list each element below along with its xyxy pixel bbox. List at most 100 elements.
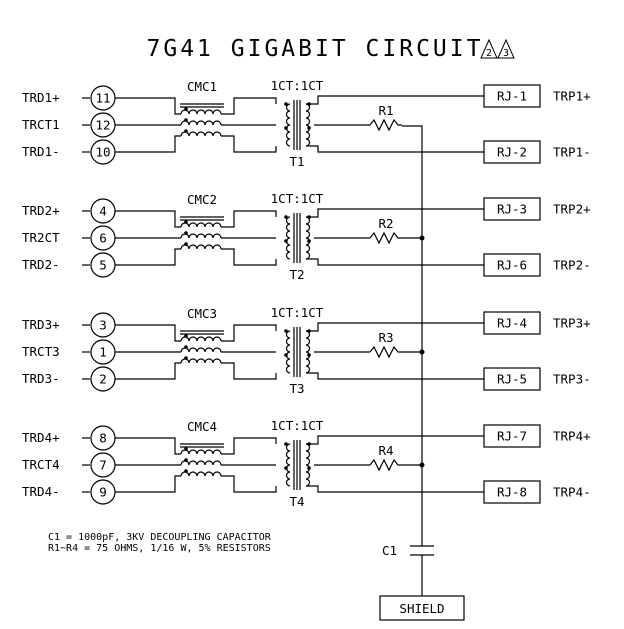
choke-winding <box>180 471 222 477</box>
choke-winding <box>180 449 222 455</box>
output-name: TRP2- <box>553 258 591 273</box>
primary-winding <box>285 443 291 487</box>
secondary-winding <box>305 103 311 147</box>
pin-number: 11 <box>95 91 110 106</box>
wire <box>115 324 181 342</box>
polarity-dot <box>307 239 311 243</box>
pin-name: TRCT1 <box>22 117 60 132</box>
wire <box>115 210 181 228</box>
ratio-label: 1CT:1CT <box>271 305 324 320</box>
rj-box <box>483 367 541 391</box>
choke-winding <box>180 347 222 353</box>
polarity-dot <box>307 353 311 357</box>
pin-name: TR2CT <box>22 230 60 245</box>
polarity-dot <box>284 239 288 243</box>
rj-label: RJ-4 <box>497 316 527 331</box>
polarity-dot <box>184 356 188 360</box>
secondary-winding <box>305 216 311 260</box>
pin-name: TRD3- <box>22 371 60 386</box>
resistor-label: R2 <box>378 216 393 231</box>
wire <box>115 362 181 380</box>
diagram-title: 7G41 GIGABIT CIRCUIT <box>147 36 484 62</box>
polarity-dot <box>184 469 188 473</box>
wire <box>115 475 181 493</box>
junction-dot <box>419 462 425 468</box>
cmc-label: CMC4 <box>187 419 217 434</box>
rj-label: RJ-7 <box>497 429 527 444</box>
rj-label: RJ-1 <box>497 89 527 104</box>
revision-number: 2 <box>486 48 492 59</box>
wire <box>221 248 277 266</box>
wire <box>306 485 484 493</box>
revision-number: 3 <box>503 48 509 59</box>
resistor <box>369 345 402 359</box>
resistor <box>369 458 402 472</box>
revision-triangle <box>480 38 498 59</box>
wire <box>221 475 277 493</box>
wire <box>221 437 277 455</box>
rj-label: RJ-3 <box>497 202 527 217</box>
cmc-label: CMC2 <box>187 192 217 207</box>
choke-winding <box>180 244 222 250</box>
rj-label: RJ-8 <box>497 485 527 500</box>
polarity-dot <box>184 107 188 111</box>
polarity-dot <box>284 353 288 357</box>
secondary-winding <box>305 330 311 374</box>
junction-dot <box>419 349 425 355</box>
pin-number: 8 <box>99 431 107 446</box>
shield-rect <box>379 595 465 621</box>
transformer-label: T3 <box>289 381 304 396</box>
revision-marks: 2 3 <box>480 38 515 59</box>
bus-line <box>402 125 423 546</box>
choke-winding <box>180 109 222 115</box>
pin-name: TRD3+ <box>22 317 60 332</box>
cmc-label: CMC1 <box>187 79 217 94</box>
wire <box>306 372 484 380</box>
rj-label: RJ-6 <box>497 258 527 273</box>
component-notes: C1 = 1000pF, 3KV DECOUPLING CAPACITOR R1… <box>48 532 272 554</box>
wire <box>115 437 181 455</box>
polarity-dot <box>307 126 311 130</box>
resistor <box>369 118 402 132</box>
transformer-label: T1 <box>289 154 304 169</box>
pin-name: TRD1+ <box>22 90 60 105</box>
pin-number: 7 <box>99 458 107 473</box>
wire <box>115 97 181 115</box>
capacitor-c1: C1 <box>382 543 434 596</box>
pin-name: TRCT3 <box>22 344 60 359</box>
pin-name: TRCT4 <box>22 457 60 472</box>
note-capacitor: C1 = 1000pF, 3KV DECOUPLING CAPACITOR <box>48 532 272 543</box>
choke-winding <box>180 336 222 342</box>
wire <box>221 362 277 380</box>
polarity-dot <box>184 231 188 235</box>
pin-number: 2 <box>99 372 107 387</box>
pin-number: 12 <box>95 118 110 133</box>
choke-winding <box>180 222 222 228</box>
polarity-dot <box>284 102 288 106</box>
output-name: TRP1- <box>553 145 591 160</box>
wire <box>306 322 484 332</box>
rj-box <box>483 424 541 448</box>
polarity-dot <box>284 329 288 333</box>
resistor-label: R1 <box>378 103 393 118</box>
output-name: TRP2+ <box>553 202 591 217</box>
pin-number: 4 <box>99 204 107 219</box>
polarity-dot <box>184 118 188 122</box>
resistor-label: R4 <box>378 443 393 458</box>
wire <box>306 95 484 105</box>
junction-dot <box>419 235 425 241</box>
polarity-dot <box>184 447 188 451</box>
pin-number: 3 <box>99 318 107 333</box>
primary-winding <box>285 103 291 147</box>
pin-name: TRD4+ <box>22 430 60 445</box>
wire <box>306 145 484 153</box>
primary-winding <box>285 216 291 260</box>
wire <box>221 324 277 342</box>
wire <box>221 210 277 228</box>
wire <box>306 208 484 218</box>
polarity-dot <box>284 466 288 470</box>
